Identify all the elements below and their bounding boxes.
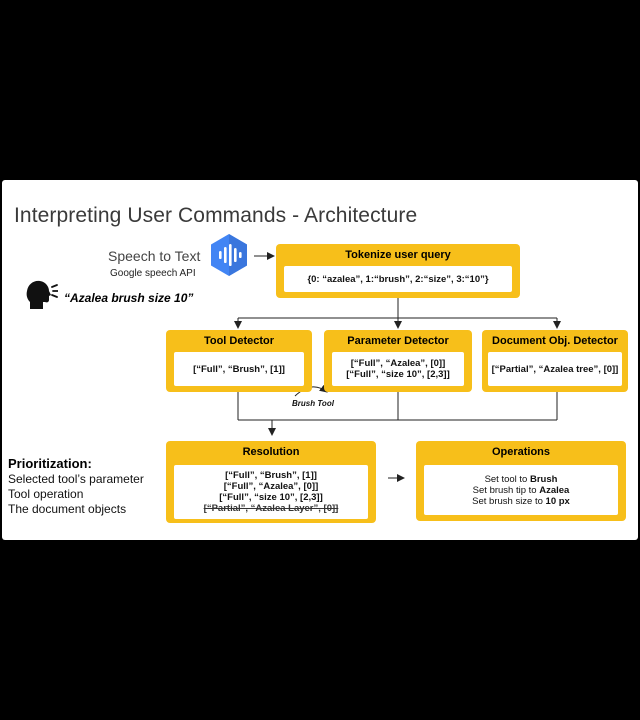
prioritization-item: Tool operation [8,487,84,501]
parameter-detector-inner: [“Full”, “Azalea”, [0]] [“Full”, “size 1… [332,352,464,386]
document-detector-box: Document Obj. Detector [“Partial”, “Azal… [482,330,628,392]
operations-inner: Set tool to Brush Set brush tip to Azale… [424,465,618,515]
operations-title: Operations [491,446,551,458]
tokenize-inner: {0: “azalea”, 1:“brush”, 2:“size”, 3:“10… [284,266,512,292]
resolution-line: [“Full”, “Azalea”, [0]] [223,481,319,492]
tool-detector-line: [“Full”, “Brush”, [1]] [193,363,285,375]
tokenize-title: Tokenize user query [345,249,451,261]
parameter-detector-title: Parameter Detector [347,335,449,347]
resolution-struck-line: [“Partial”, “Azalea Layer”, [0]] [203,503,339,514]
parameter-detector-line: [“Full”, “size 10”, [2,3]] [346,369,450,380]
parameter-detector-box: Parameter Detector [“Full”, “Azalea”, [0… [324,330,472,392]
google-speech-icon [211,234,247,276]
brush-tool-label: Brush Tool [292,399,334,408]
tokenize-box: Tokenize user query {0: “azalea”, 1:“bru… [276,244,520,298]
resolution-box: Resolution [“Full”, “Brush”, [1]] [“Full… [166,441,376,523]
document-detector-line: [“Partial”, “Azalea tree”, [0]] [491,363,619,375]
connector-lines [234,252,561,482]
document-detector-title: Document Obj. Detector [492,335,618,347]
operation-item: Set tool to Brush [484,473,558,485]
resolution-inner: [“Full”, “Brush”, [1]] [“Full”, “Azalea”… [174,465,368,519]
slide: Interpreting User Commands - Architectur… [2,180,638,540]
operation-item: Set brush size to 10 px [472,495,570,507]
prioritization-heading: Prioritization: [8,456,92,471]
tool-detector-box: Tool Detector [“Full”, “Brush”, [1]] [166,330,312,392]
prioritization-item: The document objects [8,502,127,516]
resolution-line: [“Full”, “size 10”, [2,3]] [219,492,323,503]
spoken-command-text: “Azalea brush size 10” [64,291,194,305]
tool-detector-inner: [“Full”, “Brush”, [1]] [174,352,304,386]
operation-item: Set brush tip to Azalea [472,484,570,496]
speech-to-text-label: Speech to Text [108,248,201,264]
tokenize-content: {0: “azalea”, 1:“brush”, 2:“size”, 3:“10… [307,273,489,285]
resolution-line: [“Full”, “Brush”, [1]] [225,470,317,481]
document-detector-inner: [“Partial”, “Azalea tree”, [0]] [488,352,622,386]
prioritization-item: Selected tool’s parameter [8,472,144,486]
tool-detector-title: Tool Detector [203,335,275,347]
slide-title: Interpreting User Commands - Architectur… [14,204,418,227]
resolution-title: Resolution [242,446,300,458]
parameter-detector-line: [“Full”, “Azalea”, [0]] [350,358,446,369]
google-speech-api-label: Google speech API [110,268,196,279]
speaking-head-icon [26,280,58,309]
operations-box: Operations Set tool to Brush Set brush t… [416,441,626,521]
